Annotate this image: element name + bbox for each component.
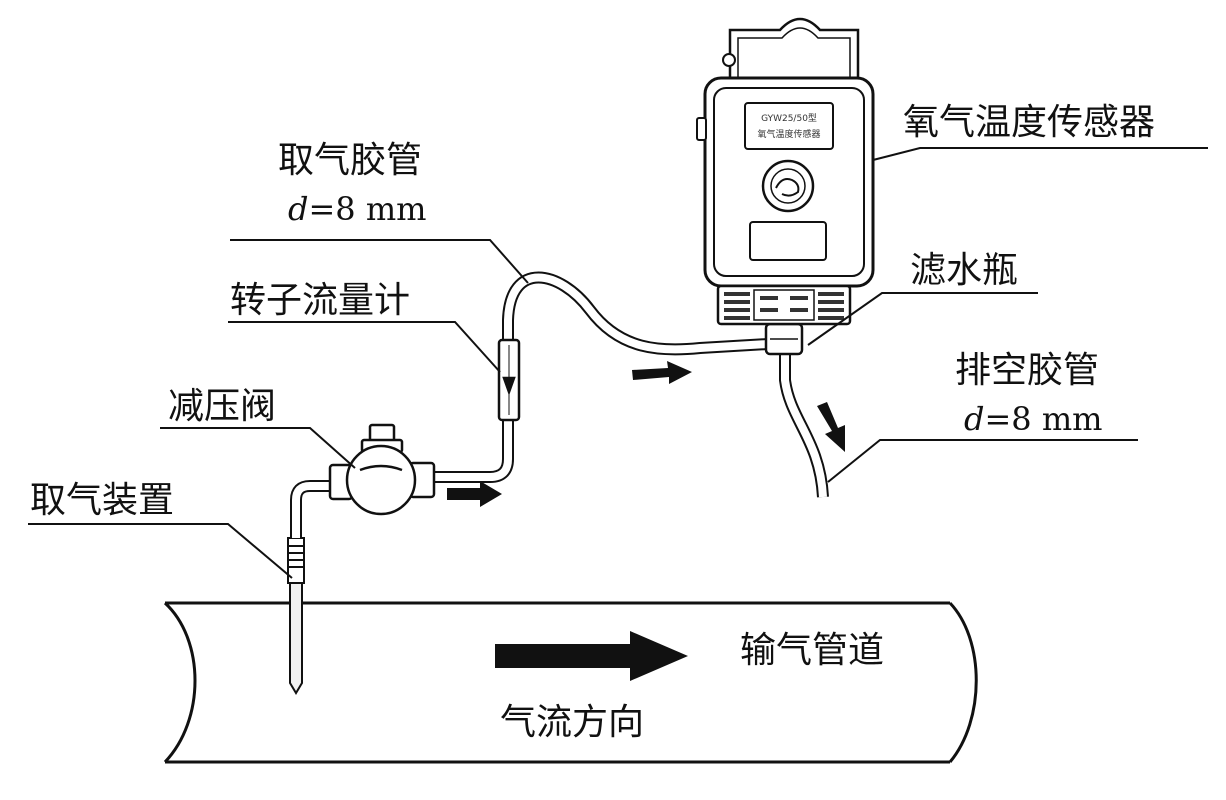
water-filter-bottle bbox=[764, 322, 804, 356]
label-flow-direction: 气流方向 bbox=[500, 702, 644, 743]
tube-exhaust-hose bbox=[779, 352, 829, 498]
pressure-reducing-valve bbox=[328, 423, 436, 516]
label-intake-hose-diameter: d=8 mm bbox=[288, 190, 427, 228]
tube-probe-to-valve bbox=[290, 480, 335, 538]
oxygen-temperature-sensor bbox=[696, 17, 875, 326]
label-pressure-valve: 减压阀 bbox=[168, 386, 276, 427]
label-pipeline: 输气管道 bbox=[740, 630, 884, 671]
vent-grille bbox=[724, 292, 844, 320]
flow-arrow-intake bbox=[632, 361, 692, 384]
flow-arrow-valve bbox=[447, 481, 502, 507]
sampling-probe bbox=[287, 537, 305, 695]
label-rotameter: 转子流量计 bbox=[230, 280, 410, 321]
tube-valve-to-flowmeter bbox=[432, 420, 514, 483]
device-model-text: GYW25/50型 bbox=[761, 113, 817, 124]
label-intake-hose-d-val: =8 mm bbox=[308, 190, 426, 228]
device-name-text: 氧气温度传感器 bbox=[757, 128, 820, 140]
label-exhaust-hose-d-val: =8 mm bbox=[984, 400, 1102, 438]
flow-arrow-exhaust bbox=[817, 402, 845, 452]
leader-lines bbox=[28, 147, 1208, 579]
label-sampling-device: 取气装置 bbox=[30, 480, 174, 521]
label-oxygen-sensor: 氧气温度传感器 bbox=[903, 102, 1155, 143]
flow-arrow bbox=[495, 631, 688, 681]
label-intake-hose-d-var: d bbox=[288, 190, 308, 228]
tube-intake-hose bbox=[502, 271, 769, 356]
label-exhaust-hose-diameter: d=8 mm bbox=[964, 400, 1103, 438]
label-intake-hose: 取气胶管 bbox=[278, 140, 422, 181]
rotameter bbox=[497, 338, 521, 422]
label-exhaust-hose-d-var: d bbox=[964, 400, 984, 438]
label-exhaust-hose: 排空胶管 bbox=[955, 350, 1099, 391]
label-water-filter: 滤水瓶 bbox=[910, 250, 1018, 291]
